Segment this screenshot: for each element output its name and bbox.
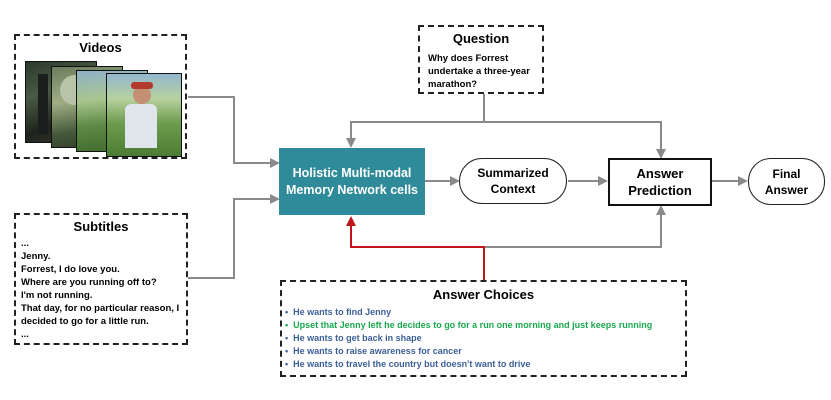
subtitle-line: That day, for no particular reason, I <box>21 303 180 314</box>
bullet-icon: • <box>285 359 294 369</box>
bullet-icon: • <box>285 346 294 356</box>
subtitles-title: Subtitles <box>73 219 129 234</box>
answer-prediction-box: Answer Prediction <box>608 158 712 206</box>
subtitles-to-memory-arrow <box>188 194 280 279</box>
bullet-icon: • <box>285 320 294 330</box>
bullet-icon: • <box>285 333 294 343</box>
answer-choice: • He wants to find Jenny <box>285 307 392 317</box>
question-title: Question <box>452 31 510 46</box>
video-frame-4 <box>106 73 182 157</box>
videos-box: Videos <box>14 34 187 159</box>
subtitle-line: Forrest, I do love you. <box>21 264 120 275</box>
summarized-context-node: Summarized Context <box>459 158 567 204</box>
answers-to-memory-arrow <box>346 216 485 280</box>
answer-choices-box: Answer Choices • He wants to find Jenny … <box>280 280 687 377</box>
answer-choices-list: • He wants to find Jenny • Upset that Je… <box>285 306 683 371</box>
subtitle-line: Jenny. <box>21 251 51 262</box>
final-answer-label: Final Answer <box>764 166 809 197</box>
subtitle-line: I'm not running. <box>21 290 93 301</box>
answer-choice: • He wants to travel the country but doe… <box>285 359 531 369</box>
subtitles-box: Subtitles ... Jenny. Forrest, I do love … <box>14 213 188 345</box>
question-text: Why does Forrest undertake a three-year … <box>428 53 530 90</box>
subtitle-line: ... <box>21 238 29 249</box>
subtitle-line: ... <box>21 329 29 340</box>
final-answer-node: Final Answer <box>748 158 825 205</box>
memory-network-box: Holistic Multi-modal Memory Network cell… <box>279 148 425 215</box>
answer-choice: • He wants to get back in shape <box>285 333 422 343</box>
videos-title: Videos <box>79 40 122 55</box>
subtitle-line: Where are you running off to? <box>21 277 157 288</box>
answer-choice: • He wants to raise awareness for cancer <box>285 346 462 356</box>
answers-to-prediction-arrow <box>484 205 666 248</box>
question-box: Question Why does Forrest undertake a th… <box>418 25 544 94</box>
subtitle-line: decided to go for a little run. <box>21 316 149 327</box>
bullet-icon: • <box>285 307 294 317</box>
videos-to-memory-arrow <box>188 96 280 168</box>
subtitles-lines: ... Jenny. Forrest, I do love you. Where… <box>21 237 184 341</box>
summarized-context-label: Summarized Context <box>477 166 549 196</box>
answer-choice-correct: • Upset that Jenny left he decides to go… <box>285 320 653 330</box>
answer-prediction-label: Answer Prediction <box>628 166 692 198</box>
answer-choices-title: Answer Choices <box>432 287 535 302</box>
question-to-prediction-arrow <box>484 121 666 159</box>
question-to-memory-arrow <box>346 121 484 148</box>
memory-network-label: Holistic Multi-modal Memory Network cell… <box>286 165 418 197</box>
